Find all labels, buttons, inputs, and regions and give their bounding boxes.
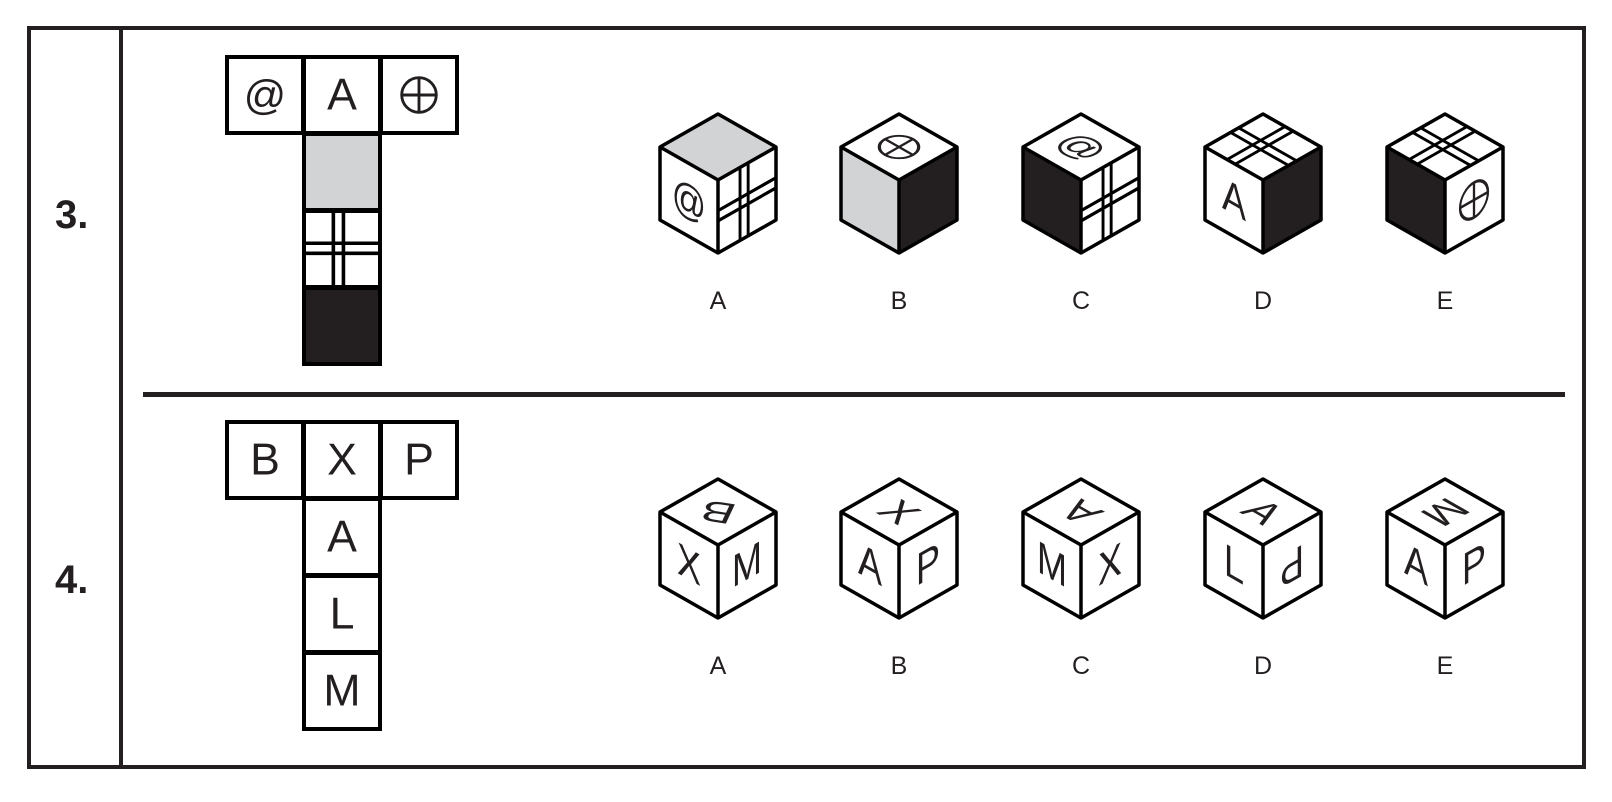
option-label-D: D [1253, 287, 1273, 315]
option-E-cube[interactable] [1382, 109, 1508, 258]
svg-text:X: X [327, 436, 357, 485]
number-column-divider [119, 26, 123, 769]
net-cell-gray-face [302, 132, 382, 212]
svg-text:M: M [323, 667, 360, 716]
option-label-B: B [890, 287, 908, 315]
svg-text:P: P [404, 436, 434, 485]
net-cell-black-face [302, 286, 382, 366]
net-cell-letter-L-face: L [302, 574, 382, 654]
letter-A-icon: A [327, 513, 357, 562]
net-cell-letter-B-face: B [225, 420, 305, 500]
net-cell-letter-A-face: A [302, 55, 382, 135]
letter-B-icon: B [250, 436, 280, 485]
option-label-E: E [1436, 287, 1454, 315]
letter-M-icon: M [323, 667, 360, 716]
letter-X-icon: X [327, 436, 357, 485]
svg-text:P: P [916, 533, 940, 597]
svg-text:P: P [1280, 533, 1304, 597]
net-cell-letter-X-face: X [302, 420, 382, 500]
option-label-D: D [1253, 652, 1273, 680]
svg-text:@: @ [244, 72, 286, 119]
option-label-C: C [1071, 652, 1091, 680]
net-cell-circle-cross-face [379, 55, 459, 135]
option-label-A: A [709, 287, 727, 315]
option-B-cube[interactable] [836, 109, 962, 258]
net-cell-letter-M-face: M [302, 651, 382, 731]
svg-text:L: L [1224, 534, 1244, 595]
option-label-A: A [709, 652, 727, 680]
question-number-4: 4. [55, 558, 89, 602]
grid-icon [306, 213, 378, 285]
net-cell-grid-face [302, 209, 382, 289]
option-label-E: E [1436, 652, 1454, 680]
puzzle-frame [27, 26, 1586, 769]
gray-icon [306, 136, 378, 208]
option-C-cube[interactable]: @ [1018, 109, 1144, 258]
net-cell-letter-A-face: A [302, 497, 382, 577]
option-A-cube[interactable]: @ [655, 109, 781, 258]
svg-text:B: B [250, 436, 280, 485]
svg-text:L: L [330, 590, 355, 639]
question-divider [143, 392, 1565, 397]
letter-A-icon: A [327, 71, 357, 120]
option-label-B: B [890, 652, 908, 680]
svg-text:A: A [327, 513, 357, 562]
letter-L-icon: L [330, 590, 355, 639]
svg-text:A: A [327, 71, 357, 120]
net-cell-at-symbol-face: @ [225, 55, 305, 135]
option-label-C: C [1071, 287, 1091, 315]
at-symbol-icon: @ [244, 72, 286, 119]
circle-cross-icon [400, 76, 438, 114]
black-icon [306, 290, 378, 362]
svg-text:P: P [1462, 533, 1486, 597]
letter-P-icon: P [404, 436, 434, 485]
question-number-3: 3. [55, 193, 89, 237]
option-D-cube[interactable]: A [1200, 109, 1326, 258]
net-cell-letter-P-face: P [379, 420, 459, 500]
